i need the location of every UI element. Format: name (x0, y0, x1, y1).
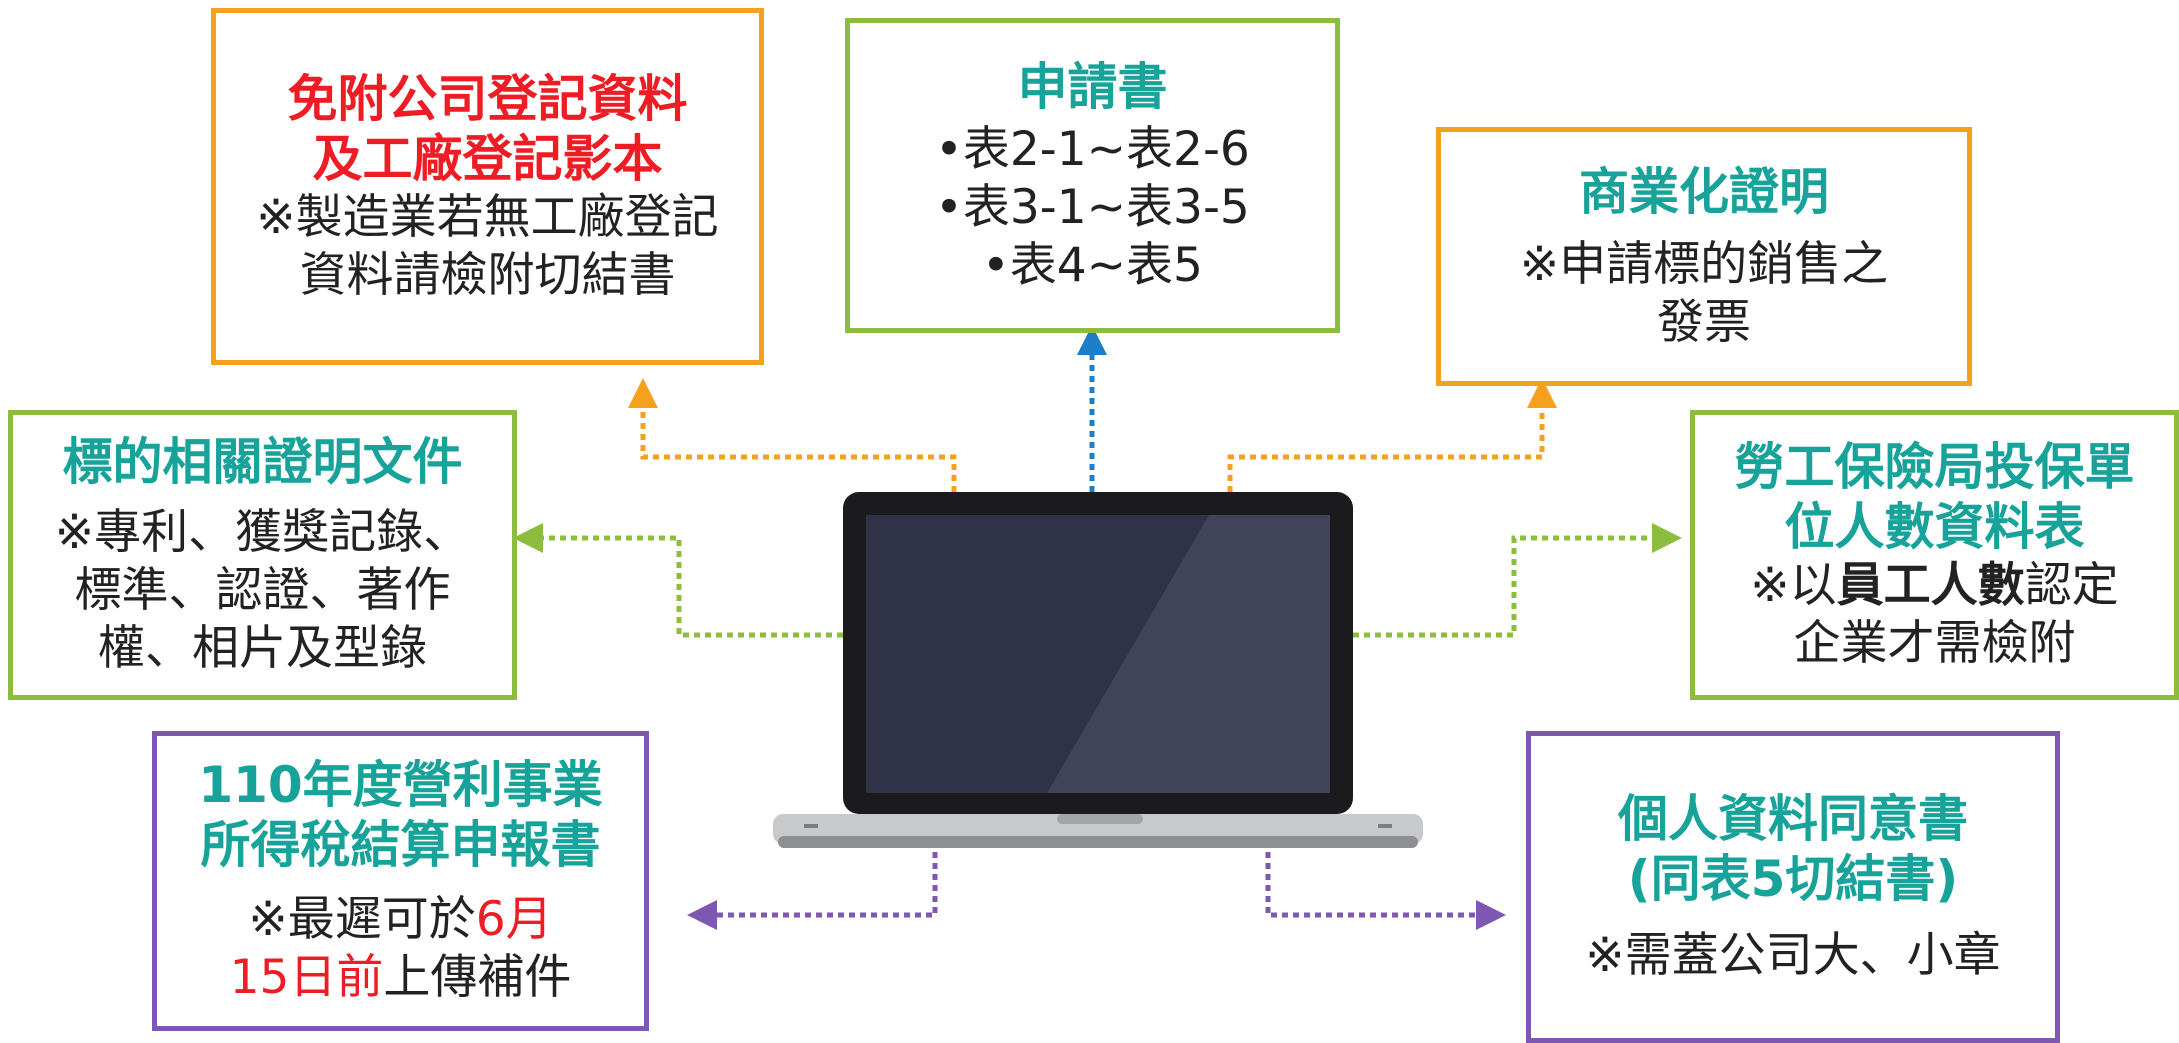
tax-return-note-line1: ※最遲可於6月 (248, 891, 552, 949)
personal-data-title-line2: (同表5切結書) (1627, 850, 1959, 908)
related-docs-note-line2: 標準、認證、著作 (74, 563, 451, 618)
application-form-item: •表4~表5 (982, 237, 1203, 293)
laptop-icon (773, 492, 1423, 848)
tax-return-deadline-day: 15日前 (229, 950, 384, 1005)
tax-return-note-suffix: 上傳補件 (383, 950, 572, 1005)
labor-insurance-title-line2: 位人數資料表 (1784, 498, 2085, 556)
connector-to-commercialization (1227, 378, 1557, 492)
personal-data-box: 個人資料同意書 (同表5切結書) ※需蓋公司大、小章 (1526, 731, 2060, 1043)
company-registration-note-line1: ※製造業若無工廠登記 (256, 189, 719, 245)
tax-return-deadline-month: 6月 (475, 892, 553, 947)
commercialization-box: 商業化證明 ※申請標的銷售之 發票 (1436, 127, 1972, 386)
tax-return-box: 110年度營利事業 所得稅結算申報書 ※最遲可於6月 15日前上傳補件 (152, 731, 649, 1031)
personal-data-title-line1: 個人資料同意書 (1618, 790, 1968, 848)
application-form-item: •表3-1~表3-5 (935, 179, 1250, 235)
related-docs-note-line1: ※專利、獲獎記錄、 (54, 505, 471, 560)
application-form-title: 申請書 (1017, 57, 1168, 116)
labor-insurance-note-line2: 企業才需檢附 (1793, 616, 2076, 671)
company-registration-box: 免附公司登記資料 及工廠登記影本 ※製造業若無工廠登記 資料請檢附切結書 (211, 8, 764, 365)
company-registration-note-line2: 資料請檢附切結書 (299, 247, 676, 303)
tax-return-title-line2: 所得稅結算申報書 (200, 816, 601, 874)
related-docs-note-line3: 權、相片及型錄 (98, 621, 427, 676)
connector-to-company-registration (628, 378, 957, 492)
tax-return-note-line2: 15日前上傳補件 (230, 949, 572, 1007)
commercialization-title: 商業化證明 (1579, 162, 1829, 221)
labor-insurance-note-line1: ※以員工人數認定 (1750, 557, 2118, 615)
labor-insurance-box: 勞工保險局投保單 位人數資料表 ※以員工人數認定 企業才需檢附 (1690, 410, 2179, 700)
company-registration-title-line1: 免附公司登記資料 (287, 69, 688, 128)
commercialization-note-line1: ※申請標的銷售之 (1519, 236, 1889, 292)
application-form-box: 申請書 •表2-1~表2-6 •表3-1~表3-5 •表4~表5 (845, 18, 1340, 333)
connector-to-personal-data (1265, 852, 1506, 930)
labor-insurance-note-prefix: ※以 (1750, 558, 1837, 613)
tax-return-title-line1: 110年度營利事業 (198, 756, 603, 814)
personal-data-note: ※需蓋公司大、小章 (1585, 928, 2001, 983)
labor-insurance-title-line1: 勞工保險局投保單 (1734, 438, 2135, 496)
company-registration-title-line2: 及工廠登記影本 (312, 129, 663, 188)
application-form-item: •表2-1~表2-6 (935, 121, 1250, 177)
related-docs-title: 標的相關證明文件 (62, 433, 463, 491)
labor-insurance-note-suffix: 認定 (2024, 558, 2119, 613)
tax-return-note-prefix: ※最遲可於 (248, 892, 476, 947)
connector-to-tax-return (687, 852, 938, 930)
related-docs-box: 標的相關證明文件 ※專利、獲獎記錄、 標準、認證、著作 權、相片及型錄 (8, 410, 517, 700)
connector-to-labor-insurance (1353, 523, 1682, 638)
commercialization-note-line2: 發票 (1657, 294, 1751, 350)
connector-to-related-docs (513, 523, 843, 638)
labor-insurance-note-emphasis: 員工人數 (1836, 558, 2025, 613)
